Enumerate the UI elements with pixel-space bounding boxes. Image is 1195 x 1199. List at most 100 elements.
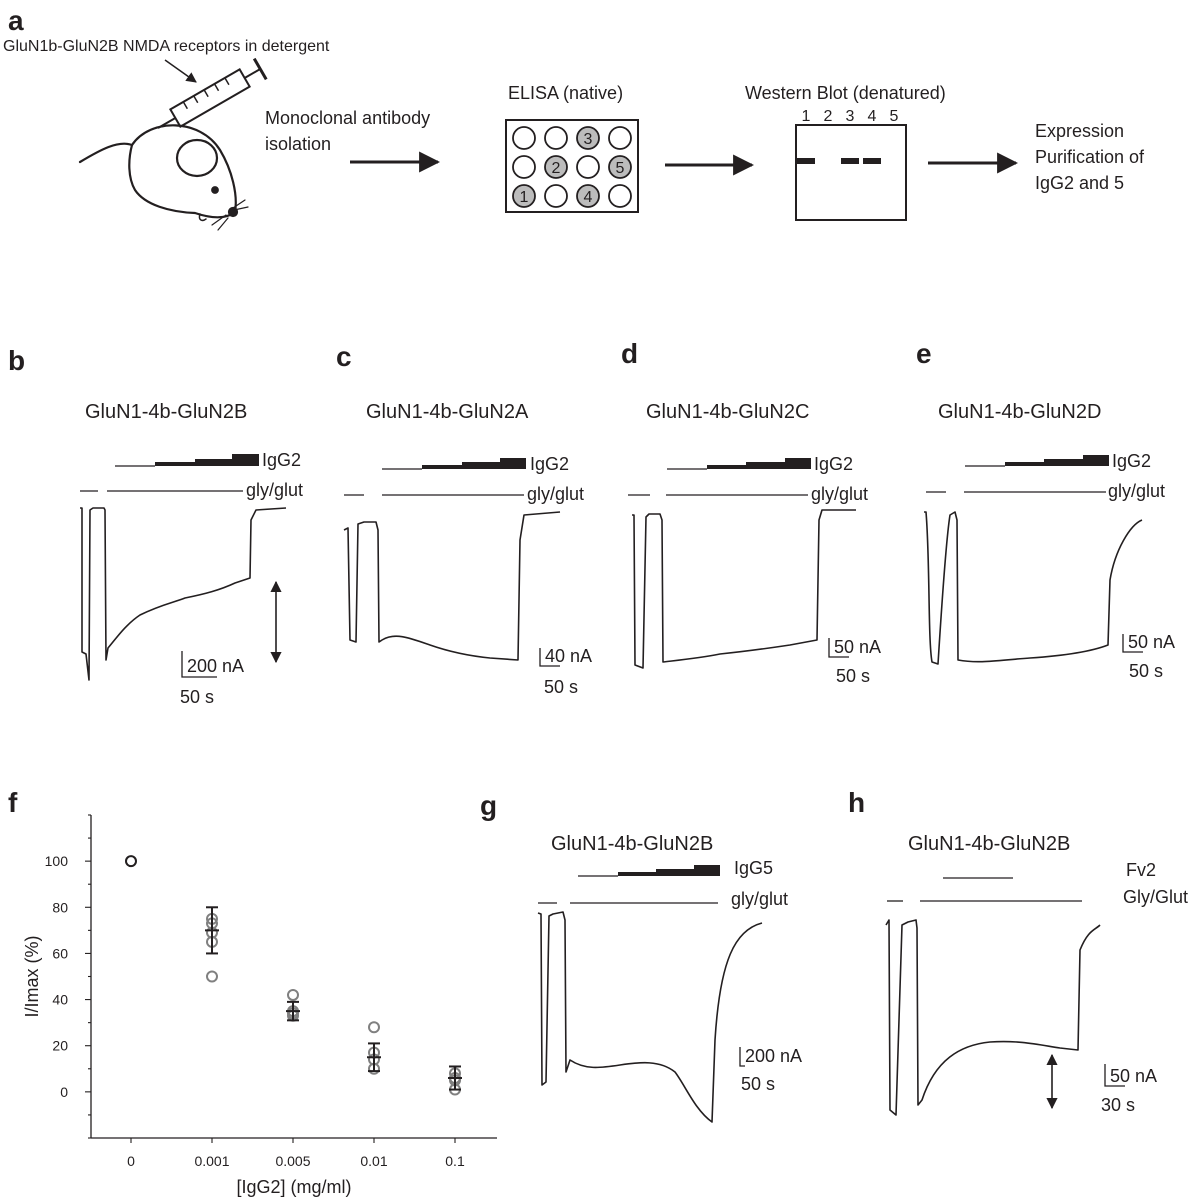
- agonist-label-g: gly/glut: [731, 889, 788, 909]
- outcome-line1: Expression: [1035, 121, 1124, 141]
- elisa-title: ELISA (native): [508, 83, 623, 103]
- scale-current-h: 50 nA: [1110, 1066, 1157, 1086]
- panel-c: c GluN1-4b-GluN2A IgG2 gly/glut 40 nA 50…: [336, 341, 592, 697]
- drug-label-d: IgG2: [814, 454, 853, 474]
- mouse-icon: [78, 124, 249, 231]
- agonist-label-h: Gly/Glut: [1123, 887, 1188, 907]
- elisa-well: [512, 126, 536, 150]
- x-tick-label: 0.1: [445, 1153, 465, 1169]
- panel-title-e: GluN1-4b-GluN2D: [938, 401, 1101, 423]
- panel-letter-e: e: [916, 338, 932, 369]
- wb-lane-number: 5: [890, 108, 899, 125]
- scale-current-e: 50 nA: [1128, 632, 1175, 652]
- current-trace-h: [885, 919, 1101, 1116]
- panel-g: g GluN1-4b-GluN2B IgG5 gly/glut 200 nA 5…: [480, 790, 802, 1123]
- agonist-label-d: gly/glut: [811, 484, 868, 504]
- data-point: [368, 1021, 380, 1034]
- y-tick-label: 100: [45, 853, 69, 869]
- panel-letter-c: c: [336, 341, 352, 372]
- current-trace-d: [632, 509, 856, 669]
- drug-bar-b: [155, 454, 259, 466]
- wb-lane-number: 3: [846, 108, 855, 125]
- wb-lane-number: 1: [802, 108, 811, 125]
- data-point: [206, 970, 218, 983]
- drug-label-b: IgG2: [262, 450, 301, 470]
- wb-band: [863, 158, 881, 164]
- elisa-well: [608, 126, 632, 150]
- elisa-well: [544, 184, 568, 208]
- scale-bar-b: [181, 651, 217, 678]
- current-trace-c: [343, 511, 561, 661]
- scale-time-h: 30 s: [1101, 1095, 1135, 1115]
- panel-a: a GluN1b-GluN2B NMDA receptors in deterg…: [3, 5, 1145, 231]
- scale-current-c: 40 nA: [545, 646, 592, 666]
- panel-b: b GluN1-4b-GluN2B IgG2 gly/glut 200 nA 5…: [8, 345, 303, 707]
- panel-title-b: GluN1-4b-GluN2B: [85, 401, 247, 423]
- panel-h: h GluN1-4b-GluN2B Fv2 Gly/Glut 50 nA 30 …: [848, 787, 1188, 1116]
- current-trace-e: [924, 511, 1143, 665]
- panel-title-h: GluN1-4b-GluN2B: [908, 833, 1070, 855]
- drug-label-g: IgG5: [734, 858, 773, 878]
- x-axis-label: [IgG2] (mg/ml): [236, 1177, 351, 1197]
- step1-line1: Monoclonal antibody: [265, 108, 430, 128]
- panel-e: e GluN1-4b-GluN2D IgG2 gly/glut 50 nA 50…: [916, 338, 1175, 681]
- panel-title-d: GluN1-4b-GluN2C: [646, 401, 809, 423]
- x-tick-label: 0: [127, 1153, 135, 1169]
- x-tick-label: 0.005: [275, 1153, 310, 1169]
- panel-letter-g: g: [480, 790, 497, 821]
- wb-band: [797, 158, 815, 164]
- step1-line2: isolation: [265, 134, 331, 154]
- panel-letter-b: b: [8, 345, 25, 376]
- elisa-well: [544, 126, 568, 150]
- elisa-well-label: 1: [520, 189, 529, 206]
- data-point: [287, 988, 299, 1001]
- scale-time-d: 50 s: [836, 666, 870, 686]
- wb-membrane: [795, 124, 907, 221]
- drug-bar-e: [1005, 455, 1109, 466]
- scale-time-g: 50 s: [741, 1074, 775, 1094]
- wb-title: Western Blot (denatured): [745, 83, 946, 103]
- drug-label-h: Fv2: [1126, 860, 1156, 880]
- panel-title-g: GluN1-4b-GluN2B: [551, 833, 713, 855]
- scale-bar-e: [1122, 634, 1143, 653]
- agonist-label-e: gly/glut: [1108, 481, 1165, 501]
- elisa-well: [544, 155, 568, 179]
- scale-time-c: 50 s: [544, 677, 578, 697]
- elisa-well: [512, 155, 536, 179]
- elisa-well-label: 2: [552, 160, 561, 177]
- drug-bar-c: [422, 458, 526, 469]
- receptor-label: GluN1b-GluN2B NMDA receptors in detergen…: [3, 38, 330, 55]
- elisa-well-label: 4: [584, 189, 593, 206]
- current-trace-g: [537, 911, 763, 1123]
- scale-bar-c: [539, 648, 560, 667]
- y-tick-label: 0: [60, 1084, 68, 1100]
- elisa-well-label: 3: [584, 131, 593, 148]
- wb-band: [841, 158, 859, 164]
- x-tick-label: 0.01: [360, 1153, 387, 1169]
- drug-bar-d: [707, 458, 811, 469]
- scale-time-e: 50 s: [1129, 661, 1163, 681]
- elisa-well: [576, 126, 600, 150]
- outcome-line2: Purification of: [1035, 147, 1145, 167]
- elisa-well: [512, 184, 536, 208]
- panel-letter-h: h: [848, 787, 865, 818]
- agonist-label-b: gly/glut: [246, 480, 303, 500]
- y-tick-label: 40: [52, 992, 68, 1008]
- agonist-label-c: gly/glut: [527, 484, 584, 504]
- elisa-well: [608, 184, 632, 208]
- elisa-well-label: 5: [616, 160, 625, 177]
- outcome-line3: IgG2 and 5: [1035, 173, 1124, 193]
- x-tick-label: 0.001: [194, 1153, 229, 1169]
- current-trace-b: [80, 507, 287, 681]
- panel-d: d GluN1-4b-GluN2C IgG2 gly/glut 50 nA 50…: [621, 338, 881, 686]
- data-point: [125, 855, 137, 868]
- panel-letter-f: f: [8, 787, 18, 818]
- elisa-plate: [505, 119, 639, 213]
- scale-current-b: 200 nA: [187, 656, 244, 676]
- label-arrow: [164, 59, 197, 83]
- syringe-icon: [157, 57, 268, 129]
- panel-letter-d: d: [621, 338, 638, 369]
- elisa-well: [608, 155, 632, 179]
